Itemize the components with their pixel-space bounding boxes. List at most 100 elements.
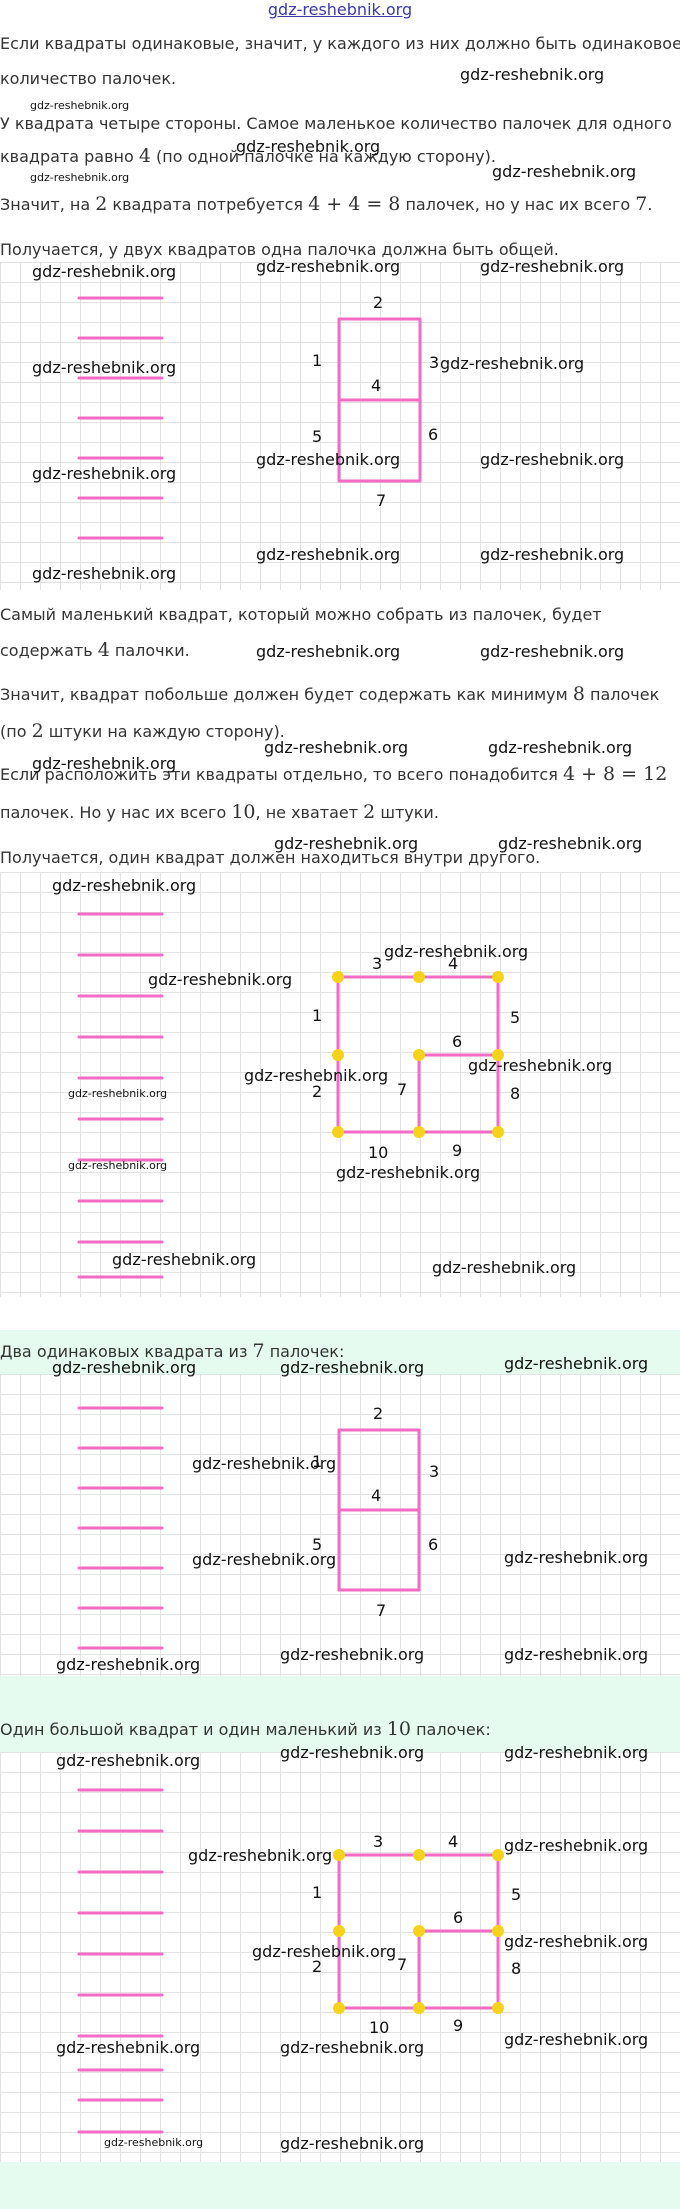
label-6: 6 xyxy=(452,1032,462,1051)
middle-p7a: Если расположить эти квадраты отдельно, … xyxy=(0,764,680,785)
joint-dot xyxy=(413,971,425,983)
joint-dot xyxy=(333,2002,345,2014)
watermark: gdz-reshebnik.org xyxy=(244,1066,389,1085)
math: 4 + 8 = 12 xyxy=(562,763,668,785)
text: палочки. xyxy=(109,641,190,660)
math: 4 xyxy=(138,145,151,167)
joint-dot xyxy=(492,2002,504,2014)
math: 7 xyxy=(252,1340,265,1362)
middle-p6a: Значит, квадрат побольше должен будет со… xyxy=(0,684,680,705)
math: 8 xyxy=(572,683,585,705)
grid-panel-2 xyxy=(0,872,680,1297)
label-9: 9 xyxy=(452,1141,462,1160)
watermark: gdz-reshebnik.org xyxy=(488,738,633,757)
watermark: gdz-reshebnik.org xyxy=(504,1354,649,1373)
label-6: 6 xyxy=(428,425,438,444)
watermark: gdz-reshebnik.org xyxy=(274,834,419,853)
label-4: 4 xyxy=(371,376,381,395)
watermark: gdz-reshebnik.org xyxy=(32,564,177,583)
joint-dot xyxy=(492,1849,504,1861)
label-10: 10 xyxy=(369,2018,389,2037)
watermark: gdz-reshebnik.org xyxy=(30,171,130,184)
watermark: gdz-reshebnik.org xyxy=(280,2134,425,2153)
label-5: 5 xyxy=(312,1535,322,1554)
text: квадрата равно xyxy=(0,147,139,166)
label-1: 1 xyxy=(312,351,322,370)
loose-sticks-1 xyxy=(77,296,164,540)
watermark: gdz-reshebnik.org xyxy=(256,450,401,469)
intro-p2b: квадрата равно 4 (по одной палочке на ка… xyxy=(0,146,680,167)
watermark: gdz-reshebnik.org xyxy=(280,1645,425,1664)
label-4: 4 xyxy=(448,954,458,973)
two-squares-figure xyxy=(337,1428,421,1592)
text: палочек xyxy=(584,685,660,704)
watermark: gdz-reshebnik.org xyxy=(236,137,381,156)
joint-dot xyxy=(333,1925,345,1937)
text: палочек: xyxy=(411,1720,491,1739)
label-1: 1 xyxy=(312,1452,322,1471)
joint-dot xyxy=(333,1849,345,1861)
watermark: gdz-reshebnik.org xyxy=(280,1743,425,1762)
watermark: gdz-reshebnik.org xyxy=(56,2038,201,2057)
watermark: gdz-reshebnik.org xyxy=(56,1655,201,1674)
watermark: gdz-reshebnik.org xyxy=(460,65,605,84)
watermark: gdz-reshebnik.org xyxy=(280,2038,425,2057)
watermark: gdz-reshebnik.org xyxy=(32,754,177,773)
watermark: gdz-reshebnik.org xyxy=(148,970,293,989)
diagram-4: 1 2 3 4 5 6 7 8 9 10 xyxy=(77,1788,521,2134)
intro-p1a: Если квадраты одинаковые, значит, у кажд… xyxy=(0,34,680,53)
text: Значит, квадрат побольше должен будет со… xyxy=(0,685,573,704)
text: палочек. Но у нас их всего xyxy=(0,803,232,822)
intro-p3: Значит, на 2 квадрата потребуется 4 + 4 … xyxy=(0,194,680,215)
loose-sticks-3 xyxy=(77,1406,164,1650)
loose-sticks-2 xyxy=(77,912,164,1279)
text: Два одинаковых квадрата из xyxy=(0,1342,253,1361)
label-6: 6 xyxy=(453,1908,463,1927)
watermark: gdz-reshebnik.org xyxy=(504,1743,649,1762)
loose-sticks-4 xyxy=(77,1788,164,2134)
text: штуки. xyxy=(375,803,439,822)
label-7: 7 xyxy=(397,1080,407,1099)
joint-dot xyxy=(413,1925,425,1937)
label-9: 9 xyxy=(453,2016,463,2035)
watermark: gdz-reshebnik.org xyxy=(68,1087,168,1100)
label-8: 8 xyxy=(511,1959,521,1978)
watermark: gdz-reshebnik.org xyxy=(256,545,401,564)
watermark: gdz-reshebnik.org xyxy=(32,464,177,483)
watermark: gdz-reshebnik.org xyxy=(336,1163,481,1182)
diagram-2: 1 2 3 4 5 6 7 8 9 10 xyxy=(77,912,520,1279)
watermark: gdz-reshebnik.org xyxy=(52,876,197,895)
middle-p7b: палочек. Но у нас их всего 10, не хватае… xyxy=(0,802,680,823)
label-8: 8 xyxy=(510,1084,520,1103)
watermark: gdz-reshebnik.org xyxy=(256,642,401,661)
watermark: gdz-reshebnik.org xyxy=(188,1846,333,1865)
joint-dot xyxy=(413,2002,425,2014)
text: Один большой квадрат и один маленький из xyxy=(0,1720,387,1739)
label-2: 2 xyxy=(312,1082,322,1101)
watermark: gdz-reshebnik.org xyxy=(480,257,625,276)
math: 2 xyxy=(363,801,376,823)
math: 7 xyxy=(635,193,648,215)
joint-dot xyxy=(413,1126,425,1138)
middle-p5b: содержать 4 палочки. xyxy=(0,640,680,661)
bottom-band xyxy=(0,2162,680,2209)
watermark: gdz-reshebnik.org xyxy=(68,1159,168,1172)
watermark: gdz-reshebnik.org xyxy=(112,1250,257,1269)
label-1: 1 xyxy=(312,1006,322,1025)
site-title[interactable]: gdz-reshebnik.org xyxy=(267,0,413,19)
joint-dot xyxy=(332,971,344,983)
watermark: gdz-reshebnik.org xyxy=(256,257,401,276)
middle-p8: Получается, один квадрат должен находить… xyxy=(0,848,541,867)
watermark: gdz-reshebnik.org xyxy=(432,1258,577,1277)
text: Значит, на xyxy=(0,195,96,214)
watermark: gdz-reshebnik.org xyxy=(384,942,529,961)
label-5: 5 xyxy=(511,1885,521,1904)
joint-dot xyxy=(492,1126,504,1138)
label-2: 2 xyxy=(373,1404,383,1423)
joint-dot xyxy=(413,1049,425,1061)
label-7: 7 xyxy=(397,1955,407,1974)
watermark: gdz-reshebnik.org xyxy=(192,1454,337,1473)
watermark: gdz-reshebnik.org xyxy=(468,1056,613,1075)
answer-2-heading: Один большой квадрат и один маленький из… xyxy=(0,1719,680,1740)
watermark: gdz-reshebnik.org xyxy=(504,2030,649,2049)
